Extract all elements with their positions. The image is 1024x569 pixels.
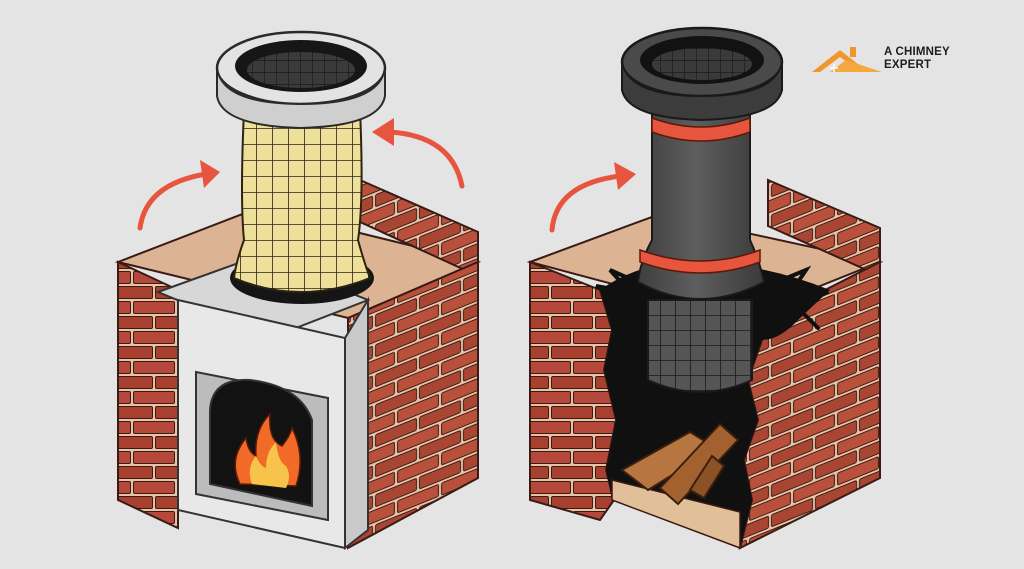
brand-line-1: A CHIMNEY — [884, 46, 950, 58]
brand-logo[interactable]: A CHIMNEY EXPERT — [810, 44, 960, 76]
liner-band-top — [651, 116, 751, 142]
exposed-old-liner-mesh — [647, 299, 753, 393]
curved-arrow-icon — [387, 129, 465, 189]
firewood-icon — [620, 422, 740, 506]
arrow-head-left-b — [372, 118, 394, 146]
arrow-head-left-a — [200, 160, 220, 188]
flame-icon — [234, 412, 301, 488]
right-chimney-deteriorated — [526, 26, 884, 550]
stainless-mesh-liner — [232, 109, 372, 293]
liner-cap-inner-mesh — [247, 52, 355, 88]
liner-cap-collar — [216, 67, 386, 130]
house-roof-logo-icon — [812, 47, 882, 72]
left-front-brick-wall — [117, 260, 179, 530]
dark-cap-collar — [621, 61, 783, 122]
liner-band-bottom — [639, 248, 761, 274]
arrow-head-right — [614, 162, 636, 190]
fireplace-surround-side — [344, 296, 369, 551]
curved-arrow-icon — [137, 171, 209, 231]
cavity-floor — [611, 479, 741, 550]
left-chimney-with-liner — [114, 30, 482, 551]
dark-cap-inner-mesh — [652, 48, 752, 80]
brand-wordmark: A CHIMNEY EXPERT — [884, 46, 950, 72]
right-front-brick-wall — [529, 260, 618, 522]
brand-line-2: EXPERT — [884, 59, 932, 71]
curved-arrow-icon — [549, 173, 623, 233]
